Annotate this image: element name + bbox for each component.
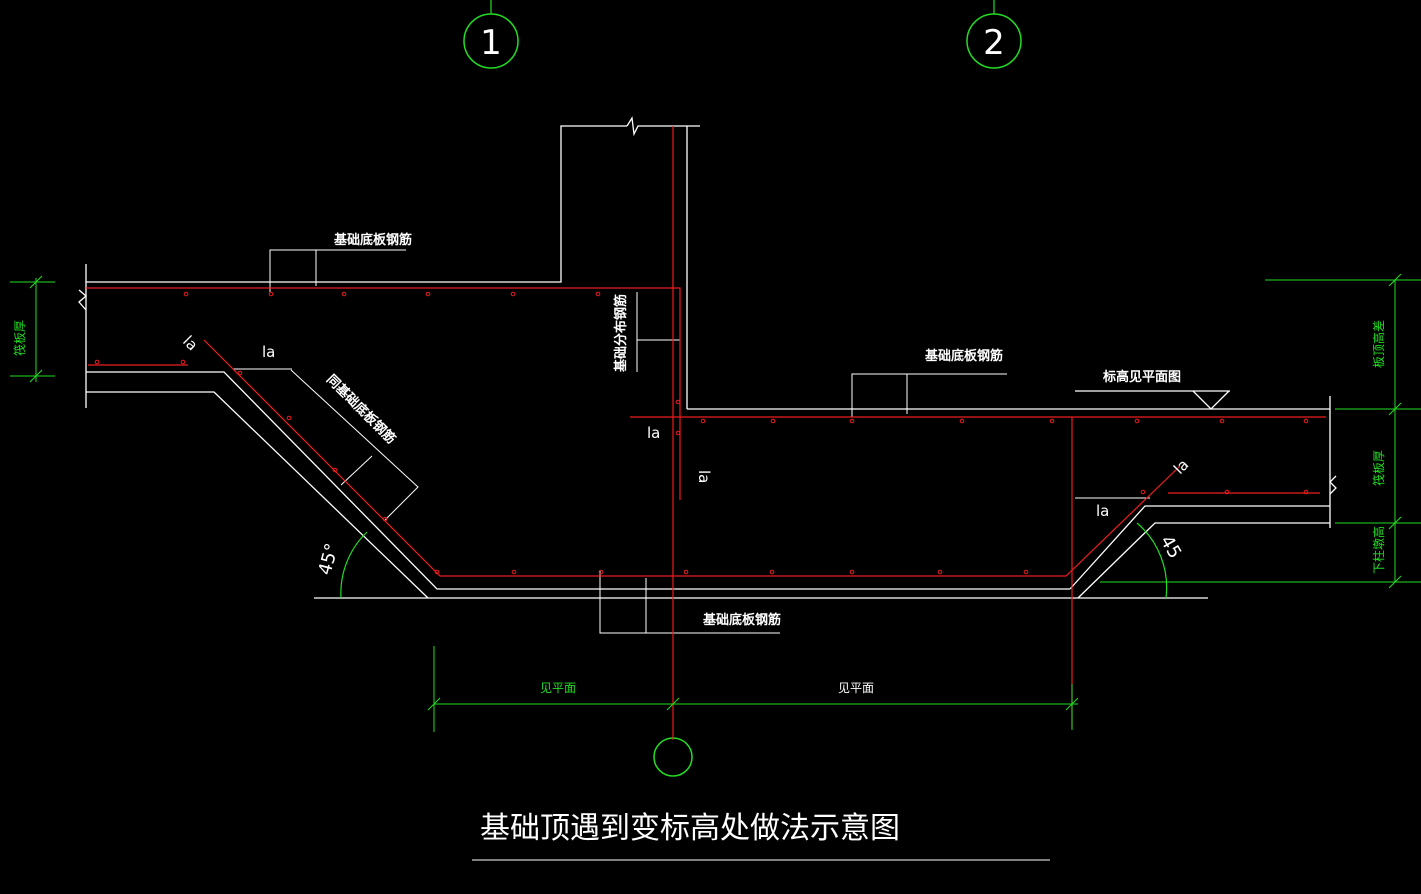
rebar-dot xyxy=(180,359,186,365)
axis-marker-1: 1 xyxy=(463,0,519,69)
rebar-dot xyxy=(1224,489,1230,495)
rebar-dot xyxy=(511,569,517,575)
axis-1-number: 1 xyxy=(480,23,502,63)
label-angle-right: 45 xyxy=(1156,532,1186,562)
rebar-dot xyxy=(332,467,338,473)
leader-lines xyxy=(233,249,1150,634)
rebar-dot xyxy=(1140,489,1146,495)
rebar-dot xyxy=(1303,418,1309,424)
rebar-dot xyxy=(769,569,775,575)
rebar-dot xyxy=(849,569,855,575)
angle-arcs xyxy=(340,522,1168,599)
label-la-2: la xyxy=(179,332,201,354)
label-distribution-rebar: 基础分布钢筋 xyxy=(613,294,629,373)
rebar-dot xyxy=(1219,418,1225,424)
dim-right-elev-diff: 板顶高差 xyxy=(1371,320,1386,368)
dimension-lines xyxy=(10,273,1421,732)
rebar-dot xyxy=(1134,418,1140,424)
rebar-dot xyxy=(510,291,516,297)
label-la-5: la xyxy=(1096,502,1109,520)
rebar-dot xyxy=(286,415,292,421)
rebar-dot xyxy=(425,291,431,297)
drawing-title: 基础顶遇到变标高处做法示意图 xyxy=(480,811,900,846)
rebar-dot xyxy=(595,291,601,297)
label-la-1: la xyxy=(262,343,275,361)
dim-right-lower: 下柱墩高 xyxy=(1371,526,1386,574)
rebar-dot xyxy=(434,569,440,575)
label-slope-rebar: 同基础底板钢筋 xyxy=(323,372,399,448)
rebar-dot xyxy=(1303,489,1309,495)
label-elevation-note: 标高见平面图 xyxy=(1102,369,1181,385)
concrete-outline xyxy=(78,116,1337,599)
rebar-lines xyxy=(86,126,1326,740)
rebar-dot xyxy=(675,430,681,436)
rebar-dot xyxy=(700,418,706,424)
rebar-dot xyxy=(237,370,243,376)
rebar-dot xyxy=(683,569,689,575)
rebar-dot xyxy=(341,291,347,297)
axis-marker-2: 2 xyxy=(966,0,1022,69)
label-angle-left: 45° xyxy=(315,541,344,577)
dim-left-thickness: 筏板厚 xyxy=(13,320,27,356)
rebar-dots xyxy=(94,291,1309,575)
axis-2-number: 2 xyxy=(983,23,1005,63)
dim-bottom-right: 见平面 xyxy=(838,681,874,695)
label-rebar-bottom: 基础底板钢筋 xyxy=(702,612,781,628)
rebar-dot xyxy=(183,291,189,297)
label-la-6: la xyxy=(1170,456,1192,478)
label-rebar-top-left: 基础底板钢筋 xyxy=(333,232,412,248)
rebar-dot xyxy=(675,399,681,405)
rebar-dot xyxy=(94,359,100,365)
label-la-4: la xyxy=(695,470,713,483)
label-rebar-top-right: 基础底板钢筋 xyxy=(924,348,1003,364)
rebar-dot xyxy=(849,418,855,424)
axis-marker-bottom xyxy=(653,737,693,777)
dim-right-thickness: 筏板厚 xyxy=(1372,450,1386,486)
rebar-dot xyxy=(1049,418,1055,424)
rebar-dot xyxy=(959,418,965,424)
rebar-dot xyxy=(268,291,274,297)
rebar-dot xyxy=(382,516,388,522)
rebar-dot xyxy=(937,569,943,575)
rebar-dot xyxy=(1023,569,1029,575)
label-la-3: la xyxy=(647,424,660,442)
rebar-dot xyxy=(598,569,604,575)
dim-bottom-left: 见平面 xyxy=(540,681,576,695)
rebar-dot xyxy=(770,418,776,424)
